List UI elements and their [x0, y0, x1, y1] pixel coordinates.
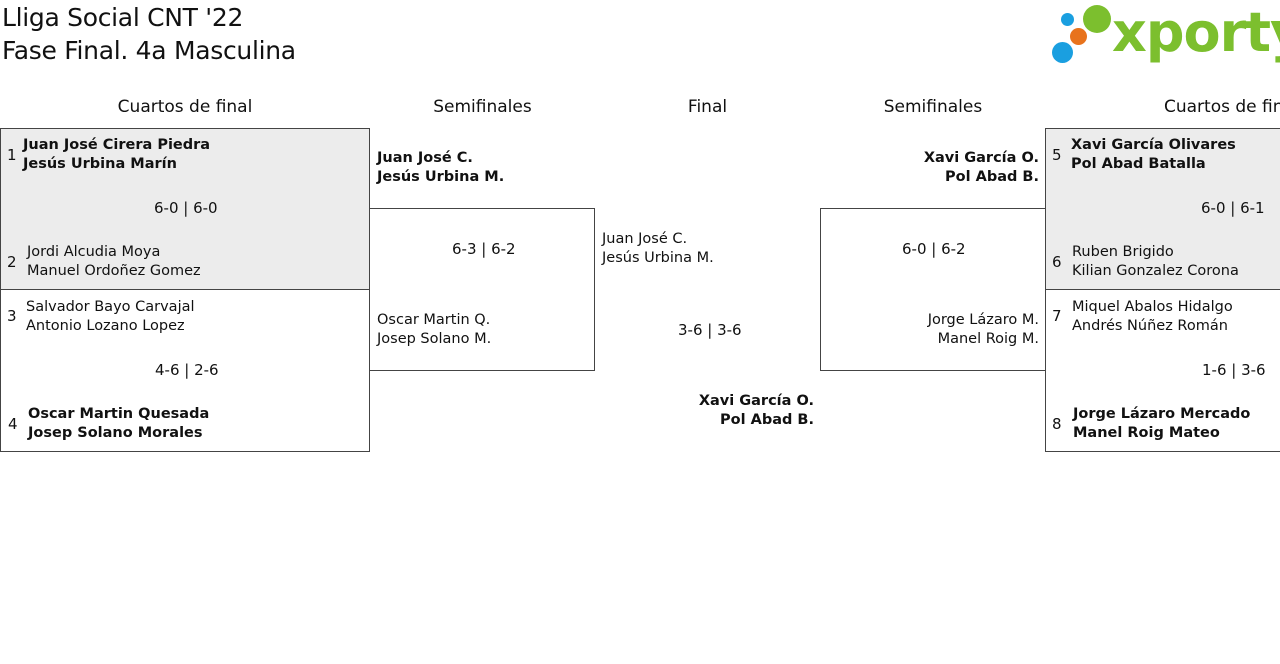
match-score: 1-6 | 3-6 [1202, 361, 1266, 379]
logo-dot-green [1083, 5, 1111, 33]
player-name: Pol Abad B. [720, 412, 814, 428]
player-name: Andrés Núñez Román [1072, 318, 1228, 334]
player-name: Oscar Martin Quesada [28, 406, 210, 422]
player-name: Josep Solano M. [377, 331, 492, 347]
player-name: Juan José C. [377, 150, 473, 166]
player-name: Ruben Brigido [1072, 244, 1174, 260]
column-header-semis-left: Semifinales [433, 97, 532, 117]
player-name: Xavi García Olivares [1071, 137, 1236, 153]
player-name: Miquel Abalos Hidalgo [1072, 299, 1233, 315]
match-highlight [1045, 128, 1280, 290]
player-name: Pol Abad B. [945, 169, 1039, 185]
seed-number: 1 [7, 146, 17, 164]
column-header-quarters-left: Cuartos de final [117, 97, 253, 117]
player-name: Jordi Alcudia Moya [27, 244, 161, 260]
seed-number: 5 [1052, 146, 1062, 164]
player-name: Xavi García O. [923, 150, 1039, 166]
player-name: Jesús Urbina Marín [23, 156, 177, 172]
seed-number: 2 [7, 253, 17, 271]
logo-dot-blue-bottom [1052, 42, 1073, 63]
match-score: 6-0 | 6-0 [154, 199, 218, 217]
page-title: Lliga Social CNT '22 [2, 3, 244, 32]
player-name: Kilian Gonzalez Corona [1072, 263, 1239, 279]
match-highlight [0, 128, 370, 290]
seed-number: 3 [7, 307, 17, 325]
logo-wordmark: xporty [1112, 1, 1280, 64]
player-name: Juan José Cirera Piedra [23, 137, 211, 153]
player-name: Jesús Urbina M. [377, 169, 505, 185]
player-name: Jorge Lázaro Mercado [1073, 406, 1251, 422]
player-name: Manuel Ordoñez Gomez [27, 263, 201, 279]
seed-number: 6 [1052, 253, 1062, 271]
match-score: 6-0 | 6-2 [902, 240, 966, 258]
match-score: 6-3 | 6-2 [452, 240, 516, 258]
player-name: Jorge Lázaro M. [927, 312, 1039, 328]
column-header-semis-right: Semifinales [883, 97, 983, 117]
logo-dot-blue-top [1061, 13, 1074, 26]
seed-number: 4 [8, 415, 18, 433]
seed-number: 7 [1052, 307, 1062, 325]
match-score: 6-0 | 6-1 [1201, 199, 1265, 217]
page-subtitle: Fase Final. 4a Masculina [2, 36, 296, 65]
seed-number: 8 [1052, 415, 1062, 433]
player-name: Manel Roig Mateo [1073, 425, 1220, 441]
logo-dot-orange [1070, 28, 1087, 45]
player-name: Antonio Lozano Lopez [26, 318, 185, 334]
player-name: Oscar Martin Q. [377, 312, 491, 328]
semifinal-match-left [369, 208, 595, 371]
player-name: Manel Roig M. [937, 331, 1039, 347]
player-name: Jesús Urbina M. [602, 250, 714, 266]
player-name: Josep Solano Morales [28, 425, 203, 441]
player-name: Xavi García O. [698, 393, 814, 409]
quarterfinal-match-4 [1045, 289, 1280, 452]
match-score: 3-6 | 3-6 [678, 321, 742, 339]
xporty-logo[interactable]: xporty [1050, 1, 1280, 70]
player-name: Pol Abad Batalla [1071, 156, 1206, 172]
column-header-quarters-right: Cuartos de final [1164, 97, 1280, 117]
player-name: Salvador Bayo Carvajal [26, 299, 195, 315]
column-header-final: Final [687, 97, 728, 117]
match-score: 4-6 | 2-6 [155, 361, 219, 379]
player-name: Juan José C. [602, 231, 688, 247]
